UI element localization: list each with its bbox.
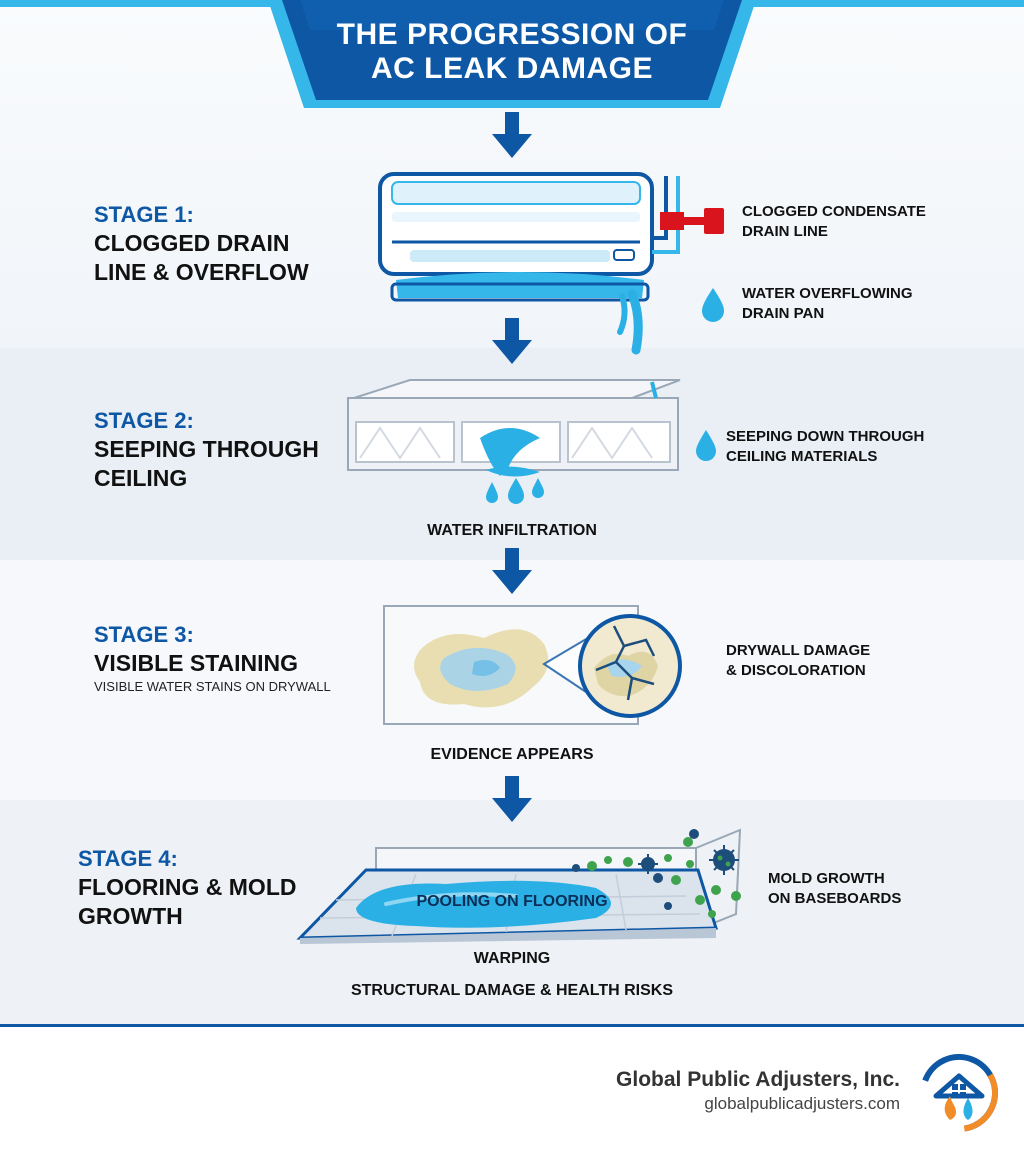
arrow-down-icon — [492, 318, 532, 364]
footer — [0, 1024, 1024, 1157]
pooling-label: POOLING ON FLOORING — [416, 893, 608, 910]
page-title: THE PROGRESSION OF AC LEAK DAMAGE — [336, 18, 688, 85]
callout-seeping: SEEPING DOWN THROUGH CEILING MATERIALS — [726, 428, 925, 465]
ac-unit-illustration — [378, 172, 680, 355]
callout-mold-growth: MOLD GROWTH ON BASEBOARDS — [768, 870, 902, 907]
stage-3-label: STAGE 3: — [94, 622, 194, 647]
company-logo-icon — [920, 1054, 998, 1132]
floor-mold-illustration — [296, 828, 742, 944]
callout-clogged-drain: CLOGGED CONDENSATE DRAIN LINE — [742, 203, 926, 240]
ceiling-illustration — [347, 379, 681, 504]
water-drop-icon — [702, 288, 724, 322]
header-banner — [0, 0, 1024, 108]
stage-2-title: SEEPING THROUGH CEILING — [94, 436, 319, 491]
callout-drywall-damage: DRYWALL DAMAGE & DISCOLORATION — [726, 642, 871, 679]
stage-4-title: FLOORING & MOLD GROWTH — [78, 874, 297, 929]
stage-2-label: STAGE 2: — [94, 408, 194, 433]
water-drop-icon — [696, 430, 716, 461]
stage-4-label: STAGE 4: — [78, 846, 178, 871]
caption-water-infiltration: WATER INFILTRATION — [427, 522, 597, 539]
arrow-down-icon — [492, 776, 532, 822]
stage-3-subtitle: VISIBLE WATER STAINS ON DRYWALL — [94, 679, 331, 694]
stage-1-title: CLOGGED DRAIN LINE & OVERFLOW — [94, 230, 309, 285]
drywall-stain-illustration — [383, 605, 682, 725]
caption-evidence-appears: EVIDENCE APPEARS — [430, 746, 594, 763]
stage-1-label: STAGE 1: — [94, 202, 194, 227]
stage-3-title: VISIBLE STAINING — [94, 650, 299, 676]
callout-overflow: WATER OVERFLOWING DRAIN PAN — [742, 285, 913, 322]
company-url[interactable]: globalpublicadjusters.com — [704, 1094, 900, 1113]
arrow-down-icon — [492, 112, 532, 158]
caption-warping: WARPING — [473, 950, 551, 967]
clog-icon — [660, 208, 724, 234]
arrow-down-icon — [492, 548, 532, 594]
company-name: Global Public Adjusters, Inc. — [616, 1068, 900, 1091]
caption-structural-damage: STRUCTURAL DAMAGE & HEALTH RISKS — [350, 982, 674, 999]
